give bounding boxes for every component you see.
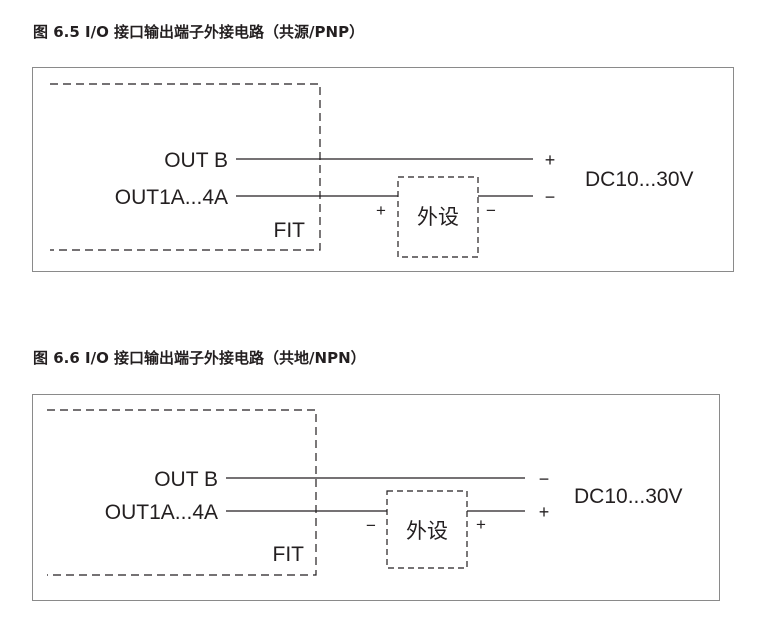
fit-module-outline (47, 409, 317, 576)
device-right-sign: − (486, 201, 496, 220)
supply-top-sign: − (539, 469, 550, 489)
figure-6-5-frame (32, 67, 734, 272)
supply-bottom-sign: − (545, 187, 556, 207)
supply-bottom-sign: + (539, 502, 550, 522)
figure-6-6-diagram (47, 409, 525, 576)
peripheral-device-label: 外设 (406, 520, 448, 543)
supply-voltage-label: DC10...30V (585, 168, 694, 191)
peripheral-device-box (386, 490, 468, 569)
device-left-sign: + (376, 201, 386, 220)
peripheral-device-label: 外设 (417, 206, 459, 229)
fit-label: FIT (274, 219, 306, 242)
out1a-label: OUT1A...4A (105, 501, 218, 524)
figure-6-6-caption: 图 6.6 I/O 接口输出端子外接电路（共地/NPN） (33, 349, 366, 367)
fit-label: FIT (273, 543, 305, 566)
fit-module-outline (50, 83, 321, 251)
figure-6-6-frame (32, 394, 720, 601)
out1a-label: OUT1A...4A (115, 186, 228, 209)
device-right-sign: + (476, 515, 486, 534)
supply-voltage-label: DC10...30V (574, 485, 683, 508)
peripheral-device-box (397, 176, 479, 258)
device-left-sign: − (366, 516, 376, 535)
figure-6-5-diagram (50, 83, 533, 258)
out-b-label: OUT B (164, 149, 228, 172)
figure-6-5-caption: 图 6.5 I/O 接口输出端子外接电路（共源/PNP） (33, 23, 365, 41)
supply-top-sign: + (545, 150, 556, 170)
out-b-label: OUT B (154, 468, 218, 491)
